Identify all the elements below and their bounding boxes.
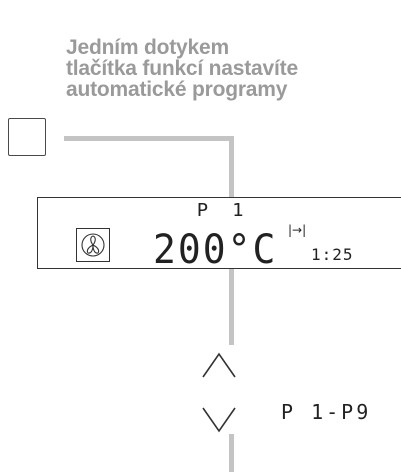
program-label: P 1 xyxy=(196,200,250,221)
heading-line-1: Jedním dotykem xyxy=(66,36,229,59)
connector-vertical-bottom xyxy=(229,434,234,472)
timer-end-icon: |→| xyxy=(288,223,307,237)
chevron-up-icon[interactable] xyxy=(198,349,240,381)
connector-horizontal xyxy=(64,136,234,141)
function-button[interactable] xyxy=(8,118,46,156)
connector-vertical-top xyxy=(229,136,234,197)
heading-line-2: tlačítka funkcí nastavíte xyxy=(66,57,298,80)
chevron-down-icon[interactable] xyxy=(198,404,240,436)
oven-display: P 1 200°C |→| 1:25 xyxy=(37,197,401,273)
temperature-readout: 200°C xyxy=(153,226,278,273)
program-range-label: P 1-P9 xyxy=(281,400,372,424)
heading-line-3: automatické programy xyxy=(66,78,288,101)
fan-icon xyxy=(76,228,110,262)
duration-readout: 1:25 xyxy=(311,245,354,264)
connector-vertical-middle xyxy=(229,269,234,345)
instruction-heading: Jedním dotykem tlačítka funkcí nastavíte… xyxy=(66,37,298,100)
